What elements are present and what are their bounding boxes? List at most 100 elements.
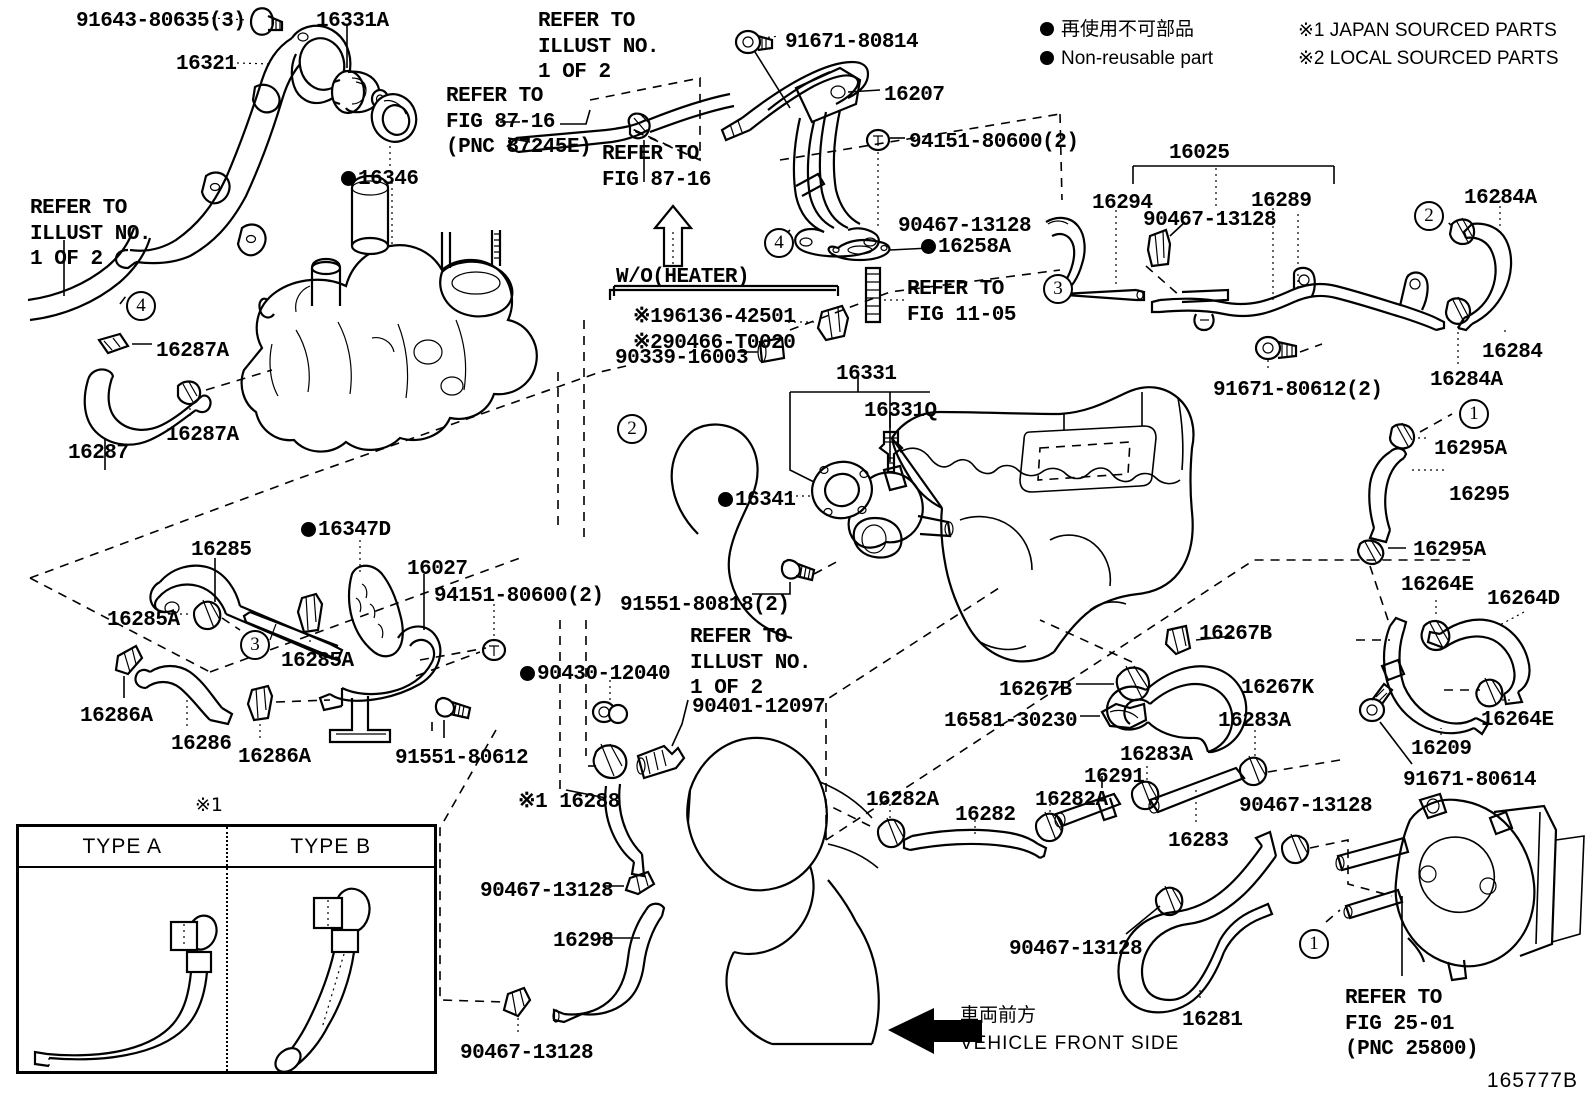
part-16287-hose	[83, 368, 212, 446]
callout-4-top: 4	[764, 228, 794, 258]
part-16282-hose	[902, 828, 1048, 859]
part-label-l59: 16267B	[999, 679, 1072, 703]
part-label-l21: 16284A	[1464, 187, 1537, 211]
part-16209-hose	[1380, 616, 1490, 736]
part-label-l17: 16025	[1169, 142, 1230, 166]
label-line: REFER TO	[602, 143, 699, 166]
part-16341-gasket	[811, 460, 873, 520]
part-label-l65: 16282A	[866, 789, 939, 813]
label-line: REFER TO	[1345, 987, 1442, 1010]
label-line: 16287A	[156, 340, 229, 363]
part-label-l44: 16027	[407, 558, 468, 582]
label-line: 16281	[1182, 1009, 1243, 1032]
label-line: 91671-80614	[1403, 769, 1537, 792]
part-label-l61: 16581-30230	[944, 710, 1078, 734]
part-91671-80814-bolt	[734, 29, 774, 55]
label-line: 16284	[1482, 341, 1543, 364]
part-label-l49: 16286A	[238, 746, 311, 770]
part-16287A-clamp-lower	[176, 380, 202, 406]
part-90467-13128-clamp-16288	[624, 870, 656, 896]
heater-hose-clip	[627, 112, 651, 140]
part-90467-13128-clamp-16281-right	[1280, 833, 1310, 865]
part-label-l67: 16282A	[1035, 789, 1108, 813]
label-line: 16282A	[866, 789, 939, 812]
part-label-l41: 16347D	[318, 519, 391, 543]
part-90467-13128-clamp-right	[1146, 228, 1172, 268]
part-label-l54: ※1 16288	[518, 791, 620, 815]
part-96136-42501-connector	[816, 304, 850, 342]
part-16286A-clamp-right	[246, 684, 274, 722]
part-label-l09: 91671-80814	[785, 31, 919, 55]
part-16289-pipe	[1150, 266, 1446, 332]
part-label-l23: 16284A	[1430, 369, 1503, 393]
part-90401-12097-union	[636, 744, 686, 780]
part-label-l60: 16267K	[1241, 677, 1314, 701]
part-16286A-clamp-left	[114, 644, 144, 676]
part-label-l01: 91643-80635(3)	[76, 10, 246, 34]
label-line: 16267K	[1241, 677, 1314, 700]
part-label-l39: 16341	[735, 489, 796, 513]
legend-dot-en	[1040, 51, 1054, 65]
label-line: REFER TO	[446, 85, 543, 108]
callout-2-center: 2	[617, 414, 647, 444]
part-90430-12040-gasket	[591, 700, 629, 725]
label-line: 16298	[553, 930, 614, 953]
part-91551-80612-bolt	[434, 696, 472, 720]
engine-intake-manifold-illustration	[240, 174, 538, 453]
transmission-bellhousing-outline	[686, 736, 880, 1046]
part-90467-13128-clamp-16298	[502, 986, 532, 1018]
legend-note-japan-sourced: ※1 JAPAN SOURCED PARTS	[1298, 20, 1557, 41]
label-line: 16027	[407, 558, 468, 581]
part-label-l16: 90339-16003	[615, 347, 749, 371]
part-16284A-clamp-upper	[1448, 217, 1476, 246]
part-label-l63: 16283A	[1120, 744, 1193, 768]
label-line: 16291	[1084, 766, 1145, 789]
part-16282A-clamp-left	[876, 817, 906, 849]
part-label-l51: 90430-12040	[537, 663, 671, 687]
label-line: 90467-13128	[1009, 938, 1143, 961]
label-line: 16285	[191, 539, 252, 562]
part-16346-gasket	[370, 93, 418, 143]
part-label-l46: 16285A	[281, 650, 354, 674]
part-16284-hose	[1457, 222, 1513, 332]
label-line: 16282A	[1035, 789, 1108, 812]
label-line: REFER TO	[30, 197, 127, 220]
label-line: 16346	[358, 168, 419, 191]
part-94151-80600-nut-left	[481, 638, 507, 662]
part-16027-pipe	[242, 610, 442, 744]
label-line: 16258A	[938, 236, 1011, 259]
engine-block-illustration	[670, 386, 1195, 663]
part-16267B-clamp-upper	[1164, 624, 1192, 656]
label-line: FIG 87-16	[446, 110, 555, 134]
part-label-l48: 16286	[171, 733, 232, 757]
label-line: 1 OF 2	[30, 248, 103, 272]
bullet-16341	[718, 492, 733, 507]
label-line: 16341	[735, 489, 796, 512]
part-16283A-clamp-right	[1238, 755, 1268, 787]
part-label-l40: 91551-80818(2)	[620, 594, 790, 618]
part-label-l66: 16282	[955, 804, 1016, 828]
label-line: 16284A	[1464, 187, 1537, 210]
part-16581-30230-clip	[1100, 702, 1148, 730]
front-side-label-en: VEHICLE FRONT SIDE	[960, 1033, 1180, 1054]
part-16298-hose	[552, 902, 666, 1024]
part-label-l30: 16264E	[1481, 709, 1554, 733]
part-label-l22: 16284	[1482, 341, 1543, 365]
part-label-l29: 16264D	[1487, 588, 1560, 612]
part-label-l24: 91671-80612(2)	[1213, 379, 1383, 403]
label-line: 91551-80612	[395, 747, 529, 770]
label-line: 16282	[955, 804, 1016, 827]
direction-arrow-up	[652, 204, 694, 268]
label-line: 90467-13128	[1143, 209, 1277, 232]
part-label-l47: 16286A	[80, 705, 153, 729]
label-line: 16295	[1449, 484, 1510, 507]
label-line: 16289	[1251, 190, 1312, 213]
legend-note-local-sourced: ※2 LOCAL SOURCED PARTS	[1298, 48, 1559, 69]
part-91643-80635-bolt	[249, 7, 284, 36]
label-line: 94151-80600(2)	[434, 585, 604, 608]
label-line: ※290466-T0020	[633, 331, 796, 355]
